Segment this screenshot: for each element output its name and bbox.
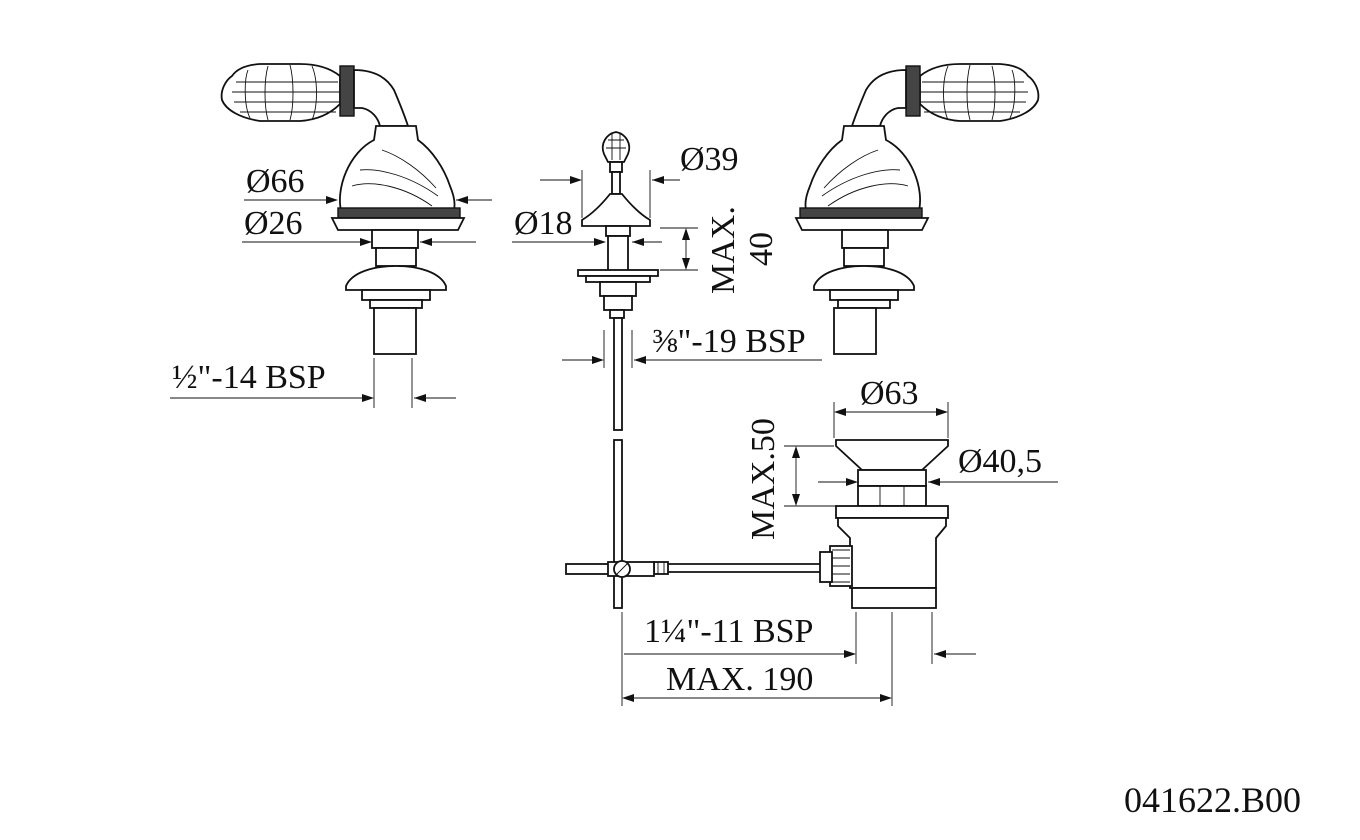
dimension-max50: MAX.50 [745, 418, 856, 540]
label-max40-top: MAX. [705, 206, 742, 294]
right-tap-body [804, 125, 921, 215]
left-rosette [345, 265, 447, 291]
dimension-d26: Ø26 [242, 205, 476, 246]
dimension-bsp-half: ½"-14 BSP [170, 358, 456, 408]
left-tap-body [339, 125, 456, 215]
label-max50: MAX.50 [745, 418, 782, 540]
label-d66: Ø66 [246, 163, 305, 200]
right-tail [833, 307, 877, 355]
label-bsp-one-quarter: 1¼"-11 BSP [644, 613, 813, 650]
dimension-bsp-three-eighth: ⅜"-19 BSP [562, 323, 822, 368]
popup-waste [565, 439, 949, 609]
label-d39: Ø39 [680, 141, 739, 178]
dimension-max40: MAX. 40 [660, 206, 780, 294]
left-lever-neck [353, 69, 410, 127]
dimension-d18: Ø18 [512, 205, 662, 246]
left-tail [373, 307, 417, 355]
drawing-code: 041622.B00 [1124, 780, 1301, 820]
left-tap [220, 63, 466, 355]
right-tap [794, 63, 1040, 355]
dimension-d66: Ø66 [244, 163, 492, 204]
label-max190: MAX. 190 [666, 661, 813, 698]
label-bsp-three-eighth: ⅜"-19 BSP [652, 323, 806, 360]
label-max40-value: 40 [743, 232, 780, 266]
center-spout [577, 131, 659, 609]
label-bsp-half: ½"-14 BSP [172, 359, 326, 396]
label-d18: Ø18 [514, 205, 573, 242]
popup-rod-upper [613, 317, 623, 431]
popup-rod-lower [613, 439, 623, 609]
dimension-d63: Ø63 [833, 375, 949, 438]
dimension-bsp-one-quarter: 1¼"-11 BSP [624, 612, 976, 664]
dimension-d39: Ø39 [540, 141, 739, 218]
dimension-max190: MAX. 190 [621, 612, 893, 706]
label-d63: Ø63 [860, 375, 919, 412]
dimension-d40-5: Ø40,5 [818, 443, 1058, 486]
waste-body [837, 517, 947, 589]
left-lever-handle [220, 63, 341, 122]
center-knob [601, 131, 631, 163]
waste-flange [835, 439, 949, 471]
right-lever-handle [919, 63, 1040, 122]
center-bell [581, 193, 651, 227]
label-d26: Ø26 [244, 205, 303, 242]
label-d40-5: Ø40,5 [958, 443, 1042, 480]
